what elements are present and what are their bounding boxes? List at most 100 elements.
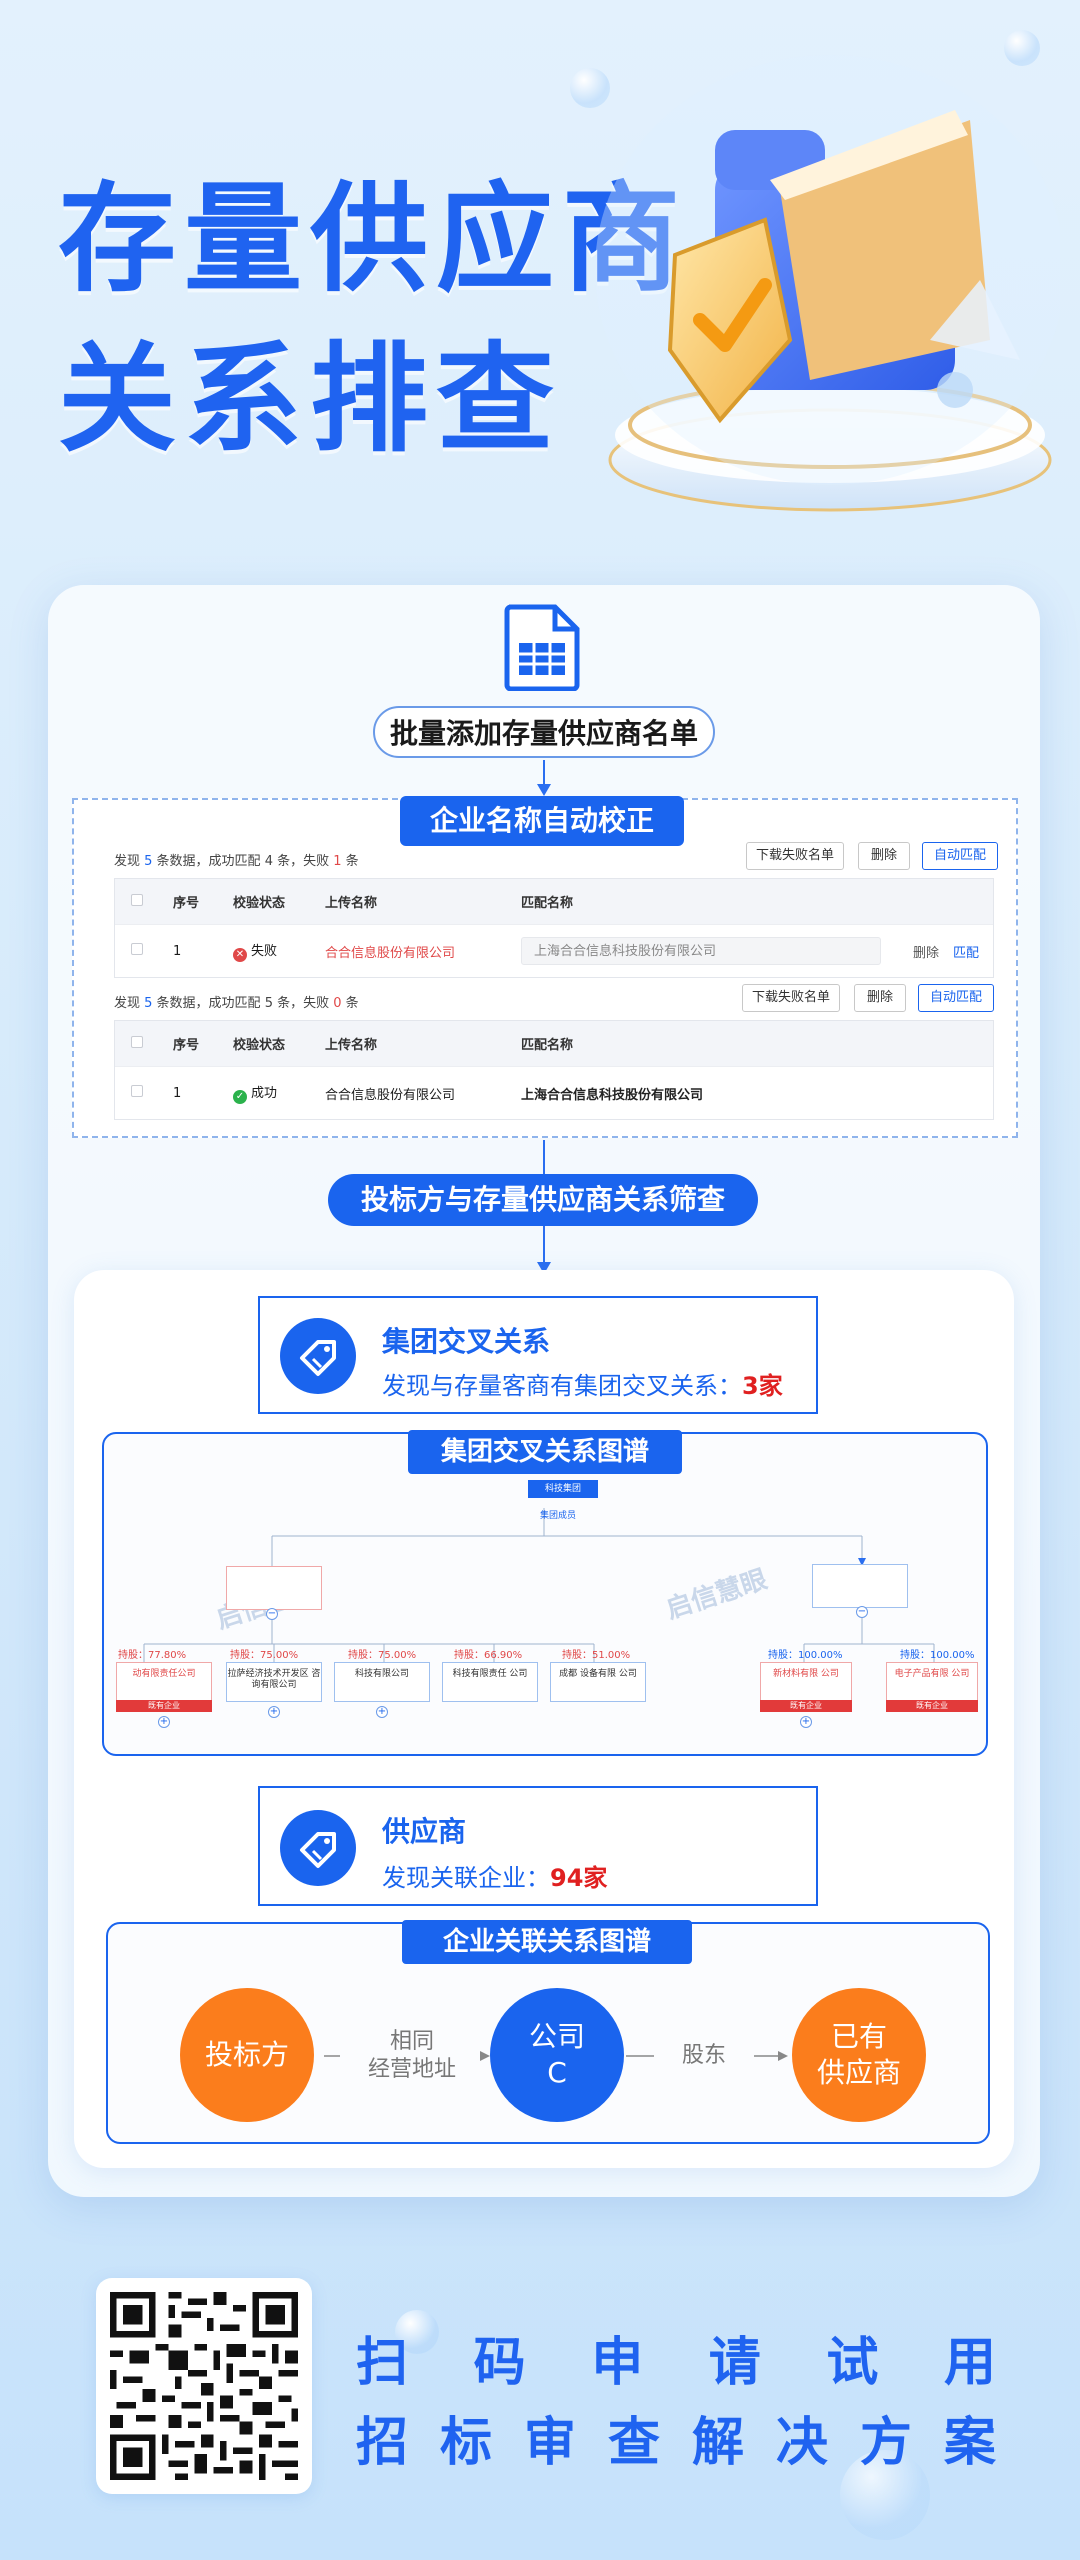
enterprise-relation-graph: 企业关联关系图谱 投标方 相同 经营地址 公司 C 股东 已有 供应商 bbox=[106, 1920, 990, 2144]
subsidiary-node[interactable]: 动有限责任公司 bbox=[116, 1662, 212, 1702]
existing-supplier-badge: 既有企业 bbox=[886, 1700, 978, 1712]
batch1-table: 序号 校验状态 上传名称 匹配名称 1 ✕失败 合合信息股份有限公司 上海合合信… bbox=[114, 878, 994, 978]
batch2-table: 序号 校验状态 上传名称 匹配名称 1 ✓成功 合合信息股份有限公司 上海合合信… bbox=[114, 1020, 994, 1120]
subsidiary-node[interactable]: 新材料有限 公司 bbox=[760, 1662, 852, 1702]
bidder-node[interactable]: 投标方 bbox=[180, 1988, 314, 2122]
row-match-name: 上海合合信息科技股份有限公司 bbox=[521, 1087, 704, 1103]
expand-icon[interactable]: + bbox=[800, 1716, 812, 1728]
decor-bubble bbox=[840, 2450, 930, 2540]
col-match-name: 匹配名称 bbox=[521, 896, 574, 911]
cta-line1: 扫码申请试用 bbox=[356, 2333, 996, 2393]
subsidiary-node[interactable]: 科技有限公司 bbox=[334, 1662, 430, 1702]
existing-supplier-badge: 既有企业 bbox=[760, 1700, 852, 1712]
existing-supplier-badge: 既有企业 bbox=[116, 1700, 212, 1712]
delete-button[interactable]: 删除 bbox=[858, 842, 910, 870]
table-row: 1 ✓成功 合合信息股份有限公司 上海合合信息科技股份有限公司 bbox=[115, 1067, 993, 1119]
row-match-cell: 上海合合信息科技股份有限公司 删除匹配 bbox=[509, 925, 993, 977]
flow-connector bbox=[543, 1140, 545, 1174]
group-graph-edges bbox=[143, 1508, 935, 1662]
expand-icon[interactable]: − bbox=[856, 1606, 868, 1618]
delete-button[interactable]: 删除 bbox=[854, 984, 906, 1012]
row-upload-name: 合合信息股份有限公司 bbox=[325, 1087, 456, 1103]
select-all-checkbox[interactable] bbox=[131, 893, 143, 906]
row-checkbox[interactable] bbox=[131, 943, 143, 955]
row-index: 1 bbox=[173, 943, 182, 959]
row-delete-link[interactable]: 删除 bbox=[912, 945, 939, 961]
existing-supplier-node[interactable]: 已有 供应商 bbox=[792, 1988, 926, 2122]
share-pct: 持股：100.00% bbox=[900, 1650, 975, 1661]
group-relation-title: 集团交叉关系 bbox=[382, 1325, 551, 1358]
row-actions: 删除匹配 bbox=[913, 942, 979, 961]
group-relation-subtitle: 发现与存量客商有集团交叉关系：3家 bbox=[382, 1372, 783, 1400]
success-icon: ✓ bbox=[233, 1090, 247, 1104]
verification-panel: 发现 5 条数据，成功匹配 4 条，失败 1 条 下载失败名单 删除 自动匹配 … bbox=[72, 798, 1018, 1138]
row-match-link[interactable]: 匹配 bbox=[952, 945, 979, 961]
root-relation-label: 集团成员 bbox=[540, 1511, 577, 1521]
enterprise-graph-title: 企业关联关系图谱 bbox=[402, 1920, 692, 1964]
shareholder-label: 股东 bbox=[681, 2043, 726, 2068]
col-match-name: 匹配名称 bbox=[521, 1038, 574, 1053]
expand-icon[interactable]: + bbox=[158, 1716, 170, 1728]
share-pct: 持股：100.00% bbox=[768, 1650, 843, 1661]
same-address-label: 相同 经营地址 bbox=[367, 2029, 456, 2082]
root-company-node[interactable]: 科技集团 bbox=[528, 1480, 598, 1498]
expand-icon[interactable]: + bbox=[268, 1706, 280, 1718]
col-index: 序号 bbox=[173, 896, 200, 911]
tag-icon bbox=[280, 1318, 356, 1394]
expand-icon[interactable]: + bbox=[376, 1706, 388, 1718]
flow-connector bbox=[543, 760, 545, 786]
spreadsheet-document-icon bbox=[504, 604, 580, 691]
table-header-row: 序号 校验状态 上传名称 匹配名称 bbox=[115, 879, 993, 925]
share-pct: 持股：77.80% bbox=[118, 1650, 187, 1661]
company-c-node[interactable]: 公司 C bbox=[490, 1988, 624, 2122]
col-status: 校验状态 bbox=[233, 896, 286, 911]
row-status: ✕失败 bbox=[221, 940, 313, 962]
subsidiary-node[interactable]: 成都 设备有限 公司 bbox=[550, 1662, 646, 1702]
subsidiary-node[interactable]: 电子产品有限 公司 bbox=[886, 1662, 978, 1702]
row-index: 1 bbox=[173, 1085, 182, 1101]
right-parent-node[interactable] bbox=[812, 1564, 908, 1608]
flow-arrow bbox=[537, 784, 551, 796]
subsidiary-node[interactable]: 科技有限责任 公司 bbox=[442, 1662, 538, 1702]
subsidiary-node[interactable]: 拉萨经济技术开发区 咨询有限公司 bbox=[226, 1662, 322, 1702]
qr-code[interactable] bbox=[96, 2278, 312, 2494]
decor-bubble bbox=[1004, 30, 1040, 66]
auto-match-button[interactable]: 自动匹配 bbox=[918, 984, 994, 1012]
col-status: 校验状态 bbox=[233, 1038, 286, 1053]
col-upload-name: 上传名称 bbox=[325, 896, 378, 911]
decor-bubble bbox=[395, 2310, 439, 2354]
share-pct: 持股：75.00% bbox=[348, 1650, 417, 1661]
step1-label: 企业名称自动校正 bbox=[400, 796, 684, 846]
match-name-input[interactable]: 上海合合信息科技股份有限公司 bbox=[521, 937, 881, 965]
qr-code-icon bbox=[110, 2292, 298, 2480]
share-pct: 持股：75.00% bbox=[230, 1650, 299, 1661]
col-index: 序号 bbox=[173, 1038, 200, 1053]
cta-line2: 招标审查解决方案 bbox=[356, 2413, 996, 2473]
select-all-checkbox[interactable] bbox=[131, 1035, 143, 1048]
share-pct: 持股：66.90% bbox=[454, 1650, 523, 1661]
group-relation-graph: 启信慧眼 启信慧眼 集团交叉关系图谱 科技集团 集团成员 − − 持股：77.8… bbox=[102, 1430, 988, 1756]
group-relation-box: 集团交叉关系 发现与存量客商有集团交叉关系：3家 bbox=[258, 1296, 818, 1414]
col-upload-name: 上传名称 bbox=[325, 1038, 378, 1053]
batch2-summary: 发现 5 条数据，成功匹配 5 条，失败 0 条 bbox=[114, 996, 359, 1011]
auto-match-button[interactable]: 自动匹配 bbox=[922, 842, 998, 870]
folder-shield-illustration bbox=[595, 55, 1060, 512]
tag-icon bbox=[280, 1810, 356, 1886]
row-checkbox[interactable] bbox=[131, 1085, 143, 1097]
row-upload-name: 合合信息股份有限公司 bbox=[325, 945, 456, 961]
supplier-subtitle: 发现关联企业：94家 bbox=[382, 1864, 608, 1892]
supplier-title: 供应商 bbox=[382, 1815, 467, 1848]
supplier-box: 供应商 发现关联企业：94家 bbox=[258, 1786, 818, 1906]
left-parent-node[interactable] bbox=[226, 1566, 322, 1610]
fail-icon: ✕ bbox=[233, 948, 247, 962]
group-graph-title: 集团交叉关系图谱 bbox=[408, 1430, 682, 1474]
hero-title-line2: 关系排查 bbox=[58, 330, 563, 468]
expand-icon[interactable]: − bbox=[266, 1608, 278, 1620]
upload-list-label: 批量添加存量供应商名单 bbox=[373, 706, 715, 758]
hero-title-line1: 存量供应商 bbox=[58, 170, 689, 308]
table-row: 1 ✕失败 合合信息股份有限公司 上海合合信息科技股份有限公司 删除匹配 bbox=[115, 925, 993, 977]
download-failed-list-button[interactable]: 下载失败名单 bbox=[746, 842, 844, 870]
decor-bubble bbox=[570, 68, 610, 108]
download-failed-list-button[interactable]: 下载失败名单 bbox=[742, 984, 840, 1012]
step2-label: 投标方与存量供应商关系筛查 bbox=[328, 1174, 758, 1226]
